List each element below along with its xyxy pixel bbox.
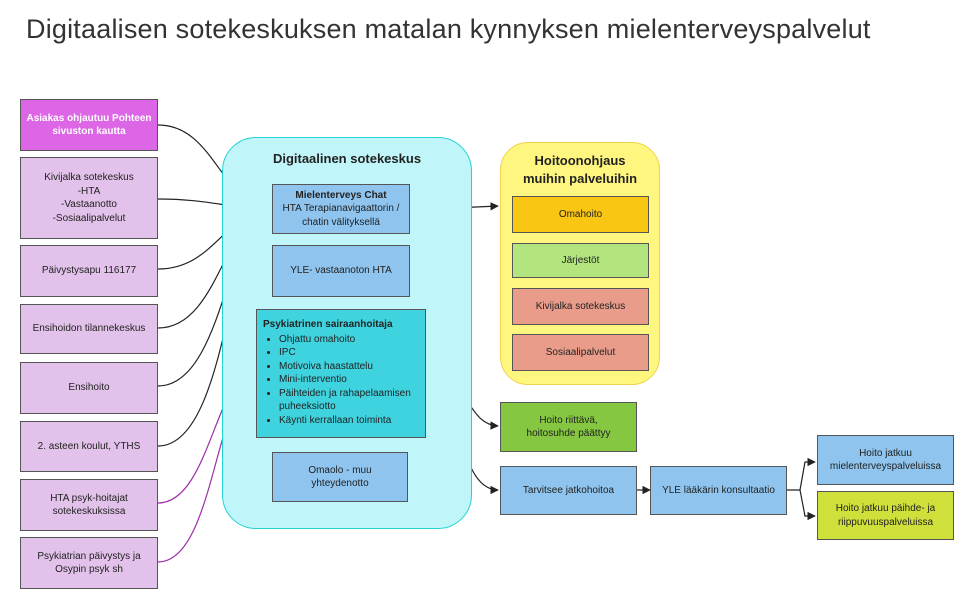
source-ensihoito: Ensihoito (20, 362, 158, 414)
omaolo-box: Omaolo - muu yhteydenotto (272, 452, 408, 502)
referral-omahoito: Omahoito (512, 196, 649, 233)
outcome-enough: Hoito riittävä, hoitosuhde päättyy (500, 402, 637, 452)
chat-title: Mielenterveys Chat (295, 189, 387, 201)
referral-sosiaalipalvelut: Sosiaalipalvelut (512, 334, 649, 371)
yle-hta-box: YLE- vastaanoton HTA (272, 245, 410, 297)
referral-kivijalka: Kivijalka sotekeskus (512, 288, 649, 325)
chat-box: Mielenterveys Chat HTA Terapianavigaatto… (272, 184, 410, 234)
source-paivystysapu: Päivystysapu 116177 (20, 245, 158, 297)
chat-text: HTA Terapianavigaattorin / chatin välity… (282, 203, 400, 228)
outcome-mental-health: Hoito jatkuu mielenterveyspalveluissa (817, 435, 954, 485)
psyk-item: Päihteiden ja rahapelaamisen puheeksiott… (279, 387, 419, 414)
page-title: Digitaalisen sotekeskuksen matalan kynny… (26, 14, 871, 44)
source-ensihoidon-tilannekeskus: Ensihoidon tilannekeskus (20, 304, 158, 354)
psykiatrinen-sairaanhoitaja-box: Psykiatrinen sairaanhoitaja Ohjattu omah… (256, 309, 426, 438)
outcome-needs-followup: Tarvitsee jatkohoitoa (500, 466, 637, 515)
psyk-item: IPC (279, 346, 419, 360)
psyk-item: Motivoiva haastattelu (279, 360, 419, 374)
source-hta-psyk-hoitajat: HTA psyk-hoitajat sotekeskuksissa (20, 479, 158, 531)
link-doctor-mental (787, 457, 816, 491)
source-psykiatrian-paivystys: Psykiatrian päivystys ja Osypin psyk sh (20, 537, 158, 589)
psyk-title: Psykiatrinen sairaanhoitaja (263, 319, 393, 330)
referral-jarjestot: Järjestöt (512, 243, 649, 278)
link-doctor-substance (799, 489, 816, 521)
digital-center-title: Digitaalinen sotekeskus (272, 151, 422, 166)
psyk-item: Käynti kerrallaan toiminta (279, 414, 419, 428)
psyk-list: Ohjattu omahoito IPC Motivoiva haastatte… (263, 333, 419, 428)
source-kivijalka-sotekeskus: Kivijalka sotekeskus -HTA -Vastaanotto -… (20, 157, 158, 239)
psyk-item: Mini-interventio (279, 373, 419, 387)
outcome-yle-doctor: YLE lääkärin konsultaatio (650, 466, 787, 515)
referral-title: Hoitoonohjaus muihin palveluihin (522, 153, 638, 186)
psyk-item: Ohjattu omahoito (279, 333, 419, 347)
outcome-substance: Hoito jatkuu päihde- ja riippuvuuspalvel… (817, 491, 954, 540)
source-koulut-yths: 2. asteen koulut, YTHS (20, 421, 158, 472)
source-pohde-website: Asiakas ohjautuu Pohteen sivuston kautta (20, 99, 158, 151)
